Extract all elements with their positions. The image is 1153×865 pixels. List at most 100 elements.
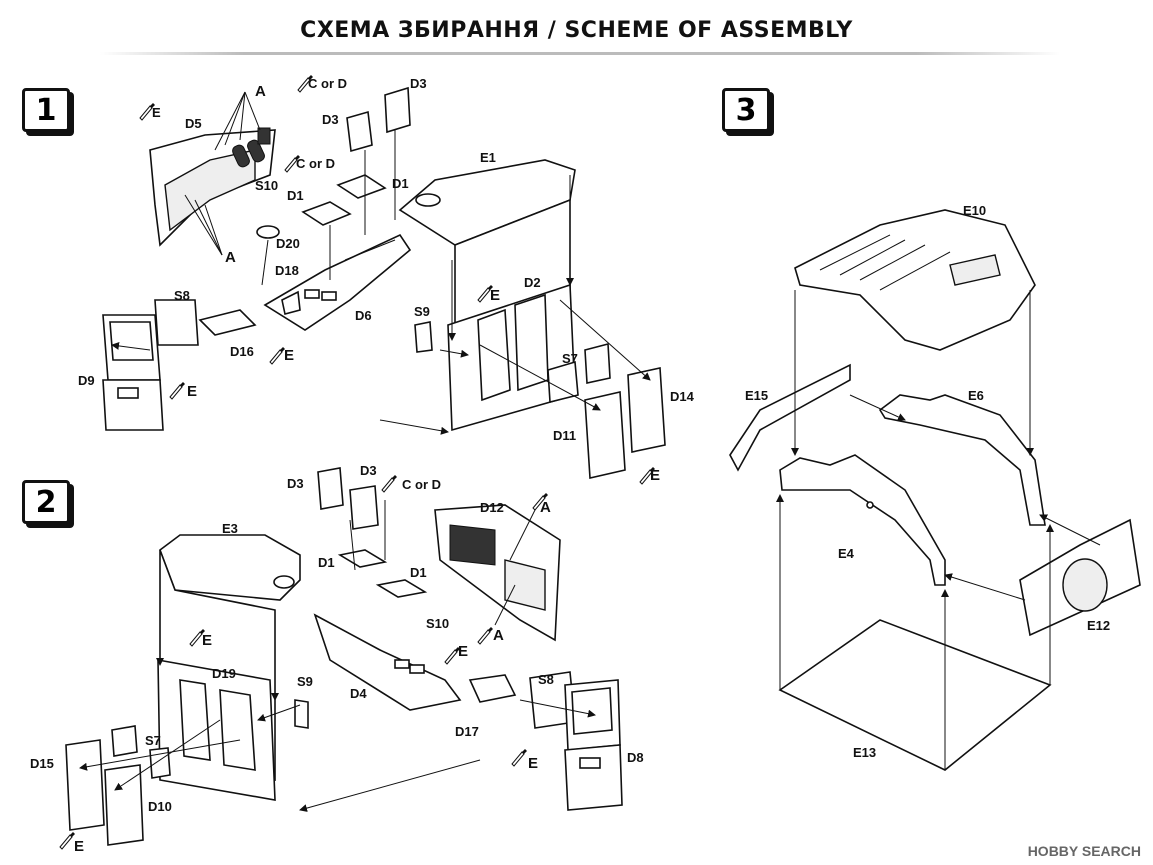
label-a: A <box>255 83 266 100</box>
part-d1-cushion <box>336 174 387 199</box>
part-d4-floor <box>313 613 462 711</box>
part-d8-lower-panel <box>564 744 623 811</box>
label-a: A <box>540 499 551 516</box>
part-s7-glass <box>149 747 171 779</box>
label-s10: S10 <box>255 178 278 193</box>
step-1-diagram: A E D5 C or D D3 D3 C or D D1 D1 S10 D20… <box>78 74 695 485</box>
part-s7-glass <box>547 360 579 404</box>
part-d9-window <box>109 321 154 361</box>
part-e4-hole <box>866 501 874 509</box>
part-d10-door <box>104 764 144 846</box>
part-d8-window <box>571 687 613 735</box>
part-d6-floor <box>263 233 412 331</box>
label-e15: E15 <box>745 388 768 403</box>
label-d2: D2 <box>524 275 541 290</box>
part-d6-pedal <box>304 289 320 299</box>
part-d3-backrest <box>317 467 344 510</box>
label-e10: E10 <box>963 203 986 218</box>
label-e1: E1 <box>480 150 496 165</box>
label-d14: D14 <box>670 389 695 404</box>
part-a-cylinder <box>232 144 250 168</box>
part-d3-backrest <box>384 86 411 134</box>
part-s9-glass <box>414 321 433 353</box>
part-e4-wall <box>779 454 946 586</box>
label-a: A <box>225 249 236 266</box>
label-d6: D6 <box>355 308 372 323</box>
part-e10-vent <box>949 254 1001 286</box>
part-d6-pedal <box>321 291 337 301</box>
label-d16: D16 <box>230 344 254 359</box>
label-s9: S9 <box>414 304 430 319</box>
label-d8: D8 <box>627 750 644 765</box>
label-d3: D3 <box>360 463 377 478</box>
part-d1-cushion <box>337 549 388 568</box>
label-e: E <box>284 347 294 364</box>
label-d20: D20 <box>276 236 300 251</box>
step-3-badge: 3 <box>722 88 770 132</box>
label-e3: E3 <box>222 521 238 536</box>
part-d2-window <box>514 293 549 392</box>
part-d3-backrest <box>349 485 379 530</box>
label-d5: D5 <box>185 116 202 131</box>
label-c-or-d: C or D <box>296 156 335 171</box>
label-d3: D3 <box>287 476 304 491</box>
part-d14-door <box>627 367 666 453</box>
part-d20-wheel <box>256 225 280 239</box>
label-e: E <box>490 287 500 304</box>
part-d3-backrest <box>346 110 373 153</box>
label-e: E <box>187 383 197 400</box>
part-s7-glass <box>584 342 611 384</box>
label-d1: D1 <box>318 555 335 570</box>
label-e4: E4 <box>838 546 855 561</box>
label-e: E <box>202 632 212 649</box>
part-d16-bracket <box>198 309 257 336</box>
part-d15-door <box>65 739 105 831</box>
part-s7-glass <box>111 725 138 757</box>
part-d19-rear-panel <box>157 659 276 801</box>
label-c-or-d: C or D <box>308 76 347 91</box>
part-s8-window <box>154 299 199 346</box>
label-e12: E12 <box>1087 618 1110 633</box>
label-d19: D19 <box>212 666 236 681</box>
watermark: HOBBY SEARCH <box>1027 843 1141 859</box>
label-d3: D3 <box>322 112 339 127</box>
label-a: A <box>493 627 504 644</box>
part-d2-window <box>477 308 511 402</box>
label-e: E <box>528 755 538 772</box>
label-s7: S7 <box>562 351 578 366</box>
part-a-box <box>257 127 271 145</box>
part-e3-cab-top <box>159 534 301 601</box>
part-e1-hatch <box>415 193 441 207</box>
part-d12-panel <box>504 559 546 611</box>
part-e10-roof <box>794 209 1036 351</box>
label-s7: S7 <box>145 733 161 748</box>
label-d3: D3 <box>410 76 427 91</box>
part-e3-hatch <box>273 575 295 589</box>
step-1-badge: 1 <box>22 88 70 132</box>
part-e12-mesh <box>1062 558 1108 612</box>
label-d11: D11 <box>553 428 576 443</box>
label-d1: D1 <box>392 176 409 191</box>
label-d1: D1 <box>287 188 304 203</box>
label-s8: S8 <box>538 672 554 687</box>
part-d1-cushion <box>375 579 428 598</box>
label-e13: E13 <box>853 745 876 760</box>
label-e: E <box>458 643 468 660</box>
label-s8: S8 <box>174 288 190 303</box>
part-d11-door <box>584 391 626 479</box>
label-s9: S9 <box>297 674 313 689</box>
part-d18-lever <box>281 290 301 315</box>
step-2-badge: 2 <box>22 480 70 524</box>
part-e6-wall <box>878 394 1046 526</box>
label-d9: D9 <box>78 373 95 388</box>
part-d19-window <box>219 689 256 771</box>
part-d4-pedal <box>409 664 425 674</box>
label-d10: D10 <box>148 799 172 814</box>
part-d4-pedal <box>394 659 410 669</box>
step-3-diagram: E10 E15 E6 E4 E12 E13 <box>729 203 1141 771</box>
label-e: E <box>152 105 161 120</box>
label-c-or-d: C or D <box>402 477 441 492</box>
label-d12: D12 <box>480 500 504 515</box>
part-e15-panel <box>729 363 851 472</box>
